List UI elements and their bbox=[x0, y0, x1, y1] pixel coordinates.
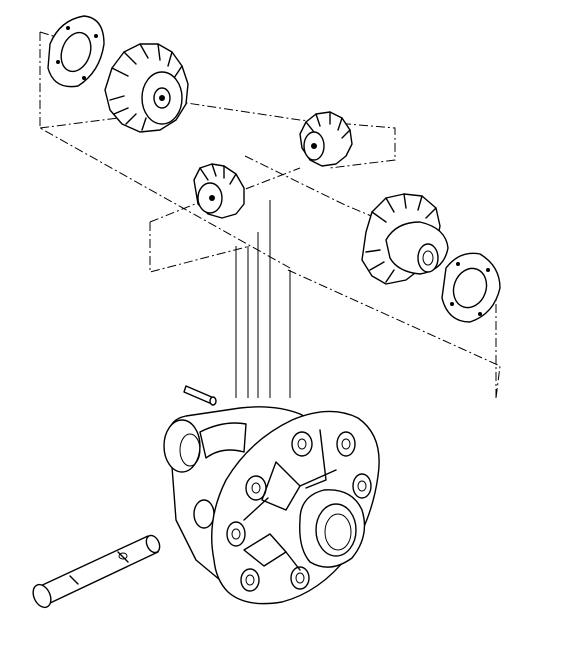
side-gear-left bbox=[104, 43, 189, 133]
thrust-washer-right bbox=[441, 252, 501, 323]
differential-case bbox=[163, 406, 380, 605]
pinion-gear-upper bbox=[299, 111, 353, 167]
pinion-gear-lower bbox=[193, 163, 245, 219]
pinion-shaft bbox=[32, 534, 161, 609]
side-gear-right bbox=[361, 193, 449, 285]
lock-pin bbox=[183, 385, 217, 406]
thrust-washer-left bbox=[47, 15, 105, 88]
